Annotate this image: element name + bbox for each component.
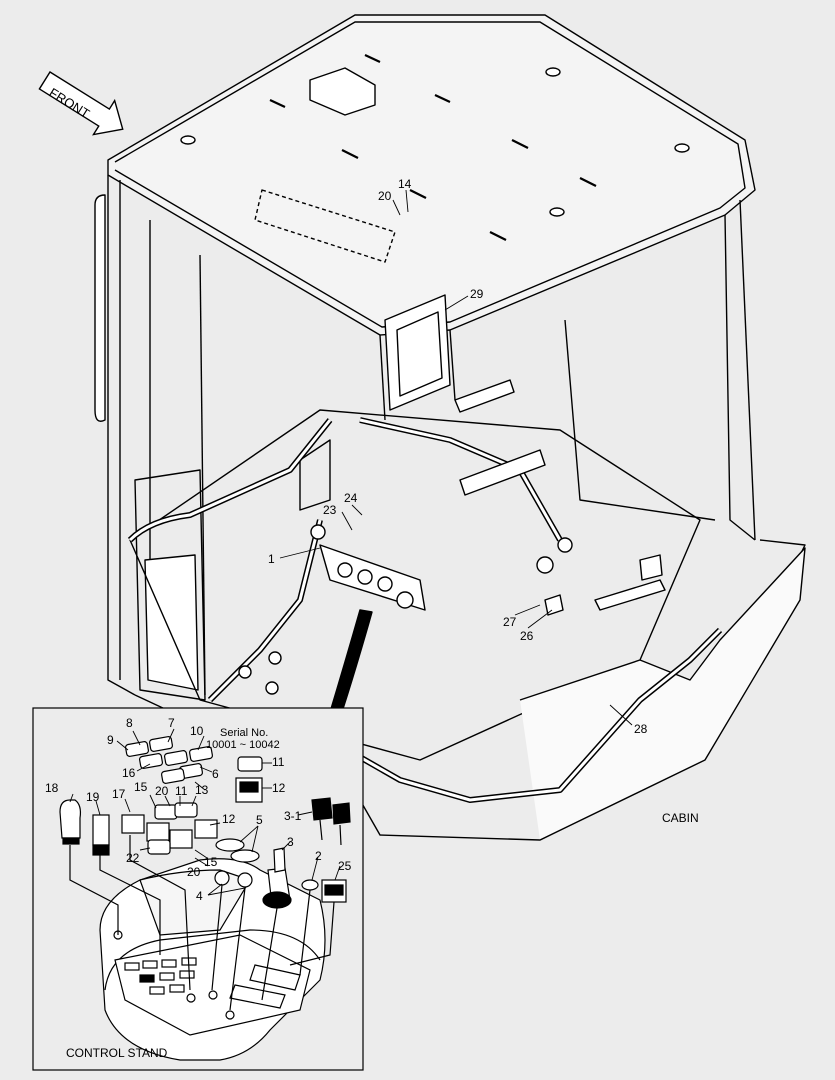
callout-5: 5 [256, 813, 263, 827]
callout-25: 25 [338, 859, 352, 873]
cabin-frame [94, 14, 806, 841]
callout-6: 6 [212, 767, 219, 781]
callout-20-top: 20 [378, 189, 392, 203]
callout-7: 7 [168, 716, 175, 730]
callout-3-1: 3-1 [284, 809, 302, 823]
callout-1: 1 [268, 552, 275, 566]
callout-24: 24 [344, 491, 358, 505]
serial-title: Serial No. [220, 727, 268, 739]
callout-11-serial: 11 [272, 755, 285, 769]
callout-18: 18 [45, 781, 59, 795]
callout-4: 4 [196, 889, 203, 903]
callout-15-top: 15 [134, 780, 148, 794]
callout-14: 14 [398, 177, 412, 191]
callout-11-inset: 11 [175, 784, 188, 798]
callout-19: 19 [86, 790, 100, 804]
callout-2: 2 [315, 849, 322, 863]
callout-10: 10 [190, 724, 204, 738]
callout-17: 17 [112, 787, 126, 801]
callout-3: 3 [287, 835, 294, 849]
front-arrow-icon [38, 71, 124, 136]
callout-23: 23 [323, 503, 337, 517]
assembly-label: CABIN [662, 811, 699, 825]
serial-range: 10001 ~ 10042 [206, 739, 280, 751]
callout-20-low: 20 [187, 865, 201, 879]
callout-16: 16 [122, 766, 136, 780]
callout-12-inset: 12 [222, 812, 236, 826]
callout-20-inset: 20 [155, 784, 169, 798]
callout-28: 28 [634, 722, 648, 736]
callout-27: 27 [503, 615, 517, 629]
callout-9: 9 [107, 733, 114, 747]
callout-15-low: 15 [204, 855, 218, 869]
inset-title: CONTROL STAND [66, 1046, 168, 1060]
callout-26: 26 [520, 629, 534, 643]
control-stand-drawing [59, 736, 351, 1061]
callout-22: 22 [126, 851, 140, 865]
callout-29: 29 [470, 287, 484, 301]
callout-8: 8 [126, 716, 133, 730]
callout-13: 13 [195, 783, 209, 797]
callout-12-serial: 12 [272, 781, 286, 795]
